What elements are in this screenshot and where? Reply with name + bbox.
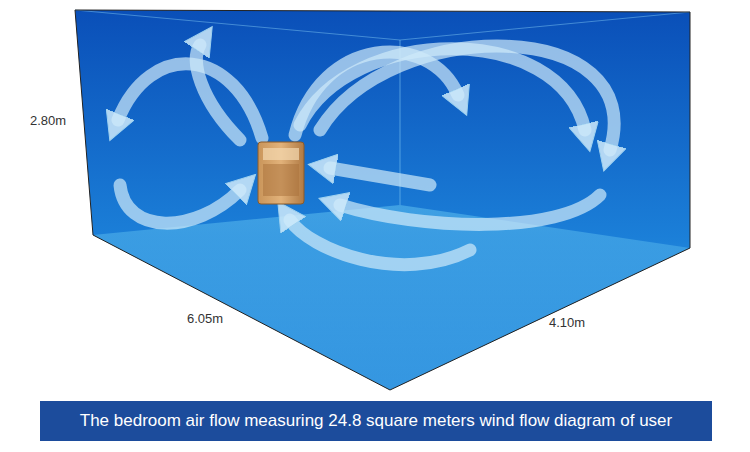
- dimension-label: 6.05m: [187, 312, 223, 325]
- room-wall: [75, 10, 690, 390]
- dimension-label: 4.10m: [549, 316, 585, 329]
- airflow-arrows: [118, 45, 614, 265]
- room-floor: [93, 205, 690, 390]
- caption-text: The bedroom air flow measuring 24.8 squa…: [80, 411, 672, 430]
- caption-holder: The bedroom air flow measuring 24.8 squa…: [40, 401, 712, 441]
- caption-bar: The bedroom air flow measuring 24.8 squa…: [40, 401, 712, 441]
- dimension-label: 2.80m: [30, 114, 66, 127]
- dimension-lines: [75, 10, 690, 390]
- air-purifier: [258, 142, 304, 204]
